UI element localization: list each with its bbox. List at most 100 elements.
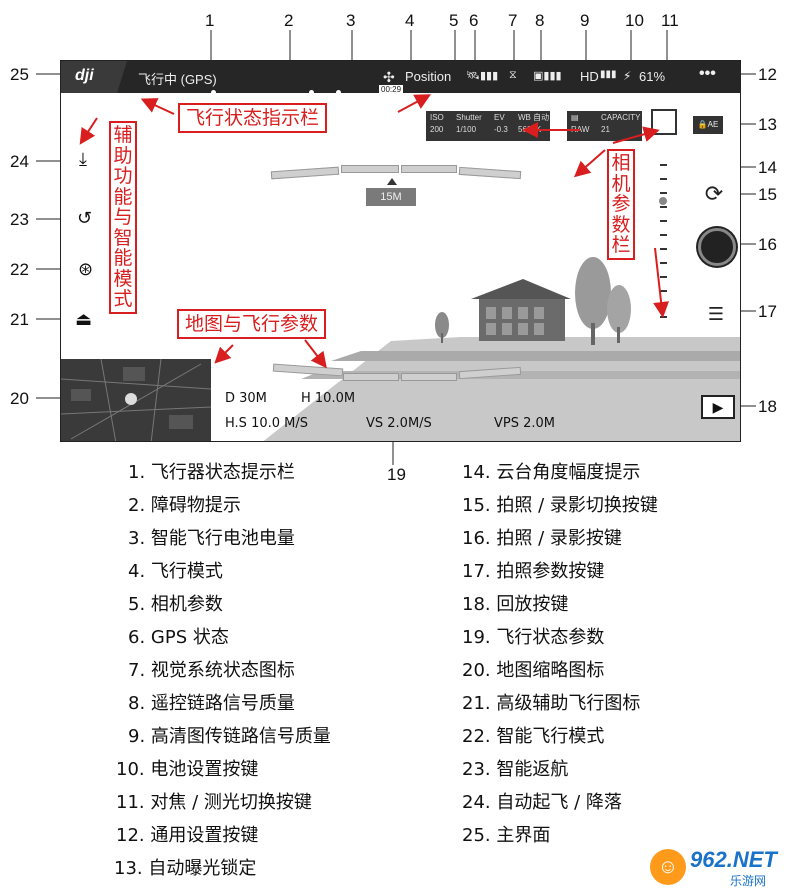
callout-number-11: 11 xyxy=(661,11,679,30)
callout-number-16: 16 xyxy=(758,235,777,254)
battery-percent[interactable]: 61% xyxy=(639,69,666,84)
play-icon: ▶ xyxy=(712,399,724,415)
camera-switch-icon: ⟳ xyxy=(704,181,724,206)
dji-go-screen: 15M dji 飞行中 (GPS) 00:29 ✣ Position 🛰▮▮▮ … xyxy=(60,60,741,442)
obstacle-arc-segment xyxy=(341,165,399,173)
legend-item: 15. 拍照 / 录影切换按键 xyxy=(462,495,658,516)
status-bar: dji 飞行中 (GPS) 00:29 ✣ Position 🛰▮▮▮ ⧖ ▣▮… xyxy=(61,61,740,95)
legend-item: 23. 智能返航 xyxy=(462,759,569,780)
advanced-assist-button[interactable]: ⏏ xyxy=(75,309,92,330)
shutter-button[interactable] xyxy=(698,228,736,266)
format-value: RAW xyxy=(571,125,590,134)
callout-number-3: 3 xyxy=(346,11,356,30)
advanced-assist-icon: ⏏ xyxy=(75,309,93,329)
battery-marker xyxy=(336,90,341,95)
obstacle-arc-segment xyxy=(343,373,399,381)
watermark-subtext: 乐游网 xyxy=(730,874,767,888)
callout-number-14: 14 xyxy=(758,158,777,177)
legend-item: 3. 智能飞行电池电量 xyxy=(128,528,295,549)
home-button[interactable]: dji xyxy=(61,61,127,93)
callout-number-5: 5 xyxy=(449,11,459,30)
callout-number-21: 21 xyxy=(10,310,29,329)
capacity-label: CAPACITY xyxy=(601,113,641,122)
legend-item: 4. 飞行模式 xyxy=(128,561,223,582)
legend-item: 21. 高级辅助飞行图标 xyxy=(462,693,641,714)
map-thumbnail[interactable] xyxy=(61,359,211,441)
callout-number-1: 1 xyxy=(205,11,215,30)
flight-mode: Position xyxy=(405,69,452,84)
callout-number-24: 24 xyxy=(10,152,29,171)
dji-logo: dji xyxy=(75,67,94,84)
legend-item: 22. 智能飞行模式 xyxy=(462,726,605,747)
photo-settings-button[interactable]: ☰ xyxy=(703,301,729,327)
annotation-assist-smart-modes: 辅助功能与智能模式 xyxy=(109,121,137,314)
storage-params[interactable]: ▤ RAW CAPACITY 21 xyxy=(567,111,642,141)
photo-video-switch-button[interactable]: ⟳ xyxy=(701,181,727,207)
callout-number-2: 2 xyxy=(284,11,294,30)
callout-number-8: 8 xyxy=(535,11,545,30)
annotation-map-flight-params: 地图与飞行参数 xyxy=(177,309,327,339)
legend-item: 20. 地图缩略图标 xyxy=(462,660,605,681)
iso-value: 200 xyxy=(430,125,444,134)
storage-icon: ▤ xyxy=(571,113,579,122)
scene-illustration xyxy=(263,257,740,441)
vision-system-icon: ⧖ xyxy=(509,69,517,81)
flight-timer: 00:29 xyxy=(379,85,404,94)
lock-icon: 🔒 xyxy=(697,120,708,129)
drone-icon: ✣ xyxy=(383,69,395,85)
hd-signal-icon: ▮▮▮ xyxy=(600,69,617,80)
callout-number-25: 25 xyxy=(10,65,29,84)
rc-signal-icon: ▣▮▮▮ xyxy=(533,70,562,82)
callout-number-12: 12 xyxy=(758,65,777,84)
obstacle-arc-segment xyxy=(401,373,457,381)
legend-item: 2. 障碍物提示 xyxy=(128,495,241,516)
more-settings-button[interactable]: ••• xyxy=(699,65,716,82)
callout-number-22: 22 xyxy=(10,260,29,279)
takeoff-landing-button[interactable]: ⤓ xyxy=(79,149,87,170)
shutter-value: 1/100 xyxy=(456,125,477,134)
horizontal-speed-value: H.S 10.0 M/S xyxy=(225,416,308,431)
ae-label: AE xyxy=(707,120,719,129)
legend-item: 25. 主界面 xyxy=(462,825,551,846)
playback-button[interactable]: ▶ xyxy=(701,395,735,419)
legend-item: 8. 遥控链路信号质量 xyxy=(128,693,295,714)
gps-signal-icon: 🛰▮▮▮ xyxy=(466,70,499,82)
return-home-icon: ↺ xyxy=(77,208,93,228)
vertical-speed-value: VS 2.0M/S xyxy=(366,416,432,431)
legend-item: 11. 对焦 / 测光切换按键 xyxy=(116,792,312,813)
legend-item: 5. 相机参数 xyxy=(128,594,223,615)
legend-item: 13. 自动曝光锁定 xyxy=(114,858,257,879)
wb-label: WB 自动 xyxy=(518,113,550,122)
legend-item: 16. 拍照 / 录影按键 xyxy=(462,528,622,549)
annotation-camera-params-bar: 相机参数栏 xyxy=(607,149,635,260)
callout-number-4: 4 xyxy=(405,11,415,30)
callout-number-7: 7 xyxy=(508,11,518,30)
callout-number-19: 19 xyxy=(387,465,406,484)
callout-number-20: 20 xyxy=(10,389,29,408)
callout-number-15: 15 xyxy=(758,185,777,204)
ev-label: EV xyxy=(494,113,505,122)
watermark-logo: ☺ 962.NET 乐游网 xyxy=(650,845,786,889)
height-value: H 10.0M xyxy=(301,391,356,406)
battery-marker xyxy=(211,90,216,95)
takeoff-icon: ⤓ xyxy=(79,149,87,169)
aircraft-status[interactable]: 飞行中 (GPS) xyxy=(138,72,217,87)
obstacle-marker-icon xyxy=(387,178,397,185)
legend-item: 7. 视觉系统状态图标 xyxy=(128,660,295,681)
legend-item: 6. GPS 状态 xyxy=(128,627,229,648)
legend-item: 24. 自动起飞 / 降落 xyxy=(462,792,622,813)
capacity-value: 21 xyxy=(601,125,610,134)
legend-item: 19. 飞行状态参数 xyxy=(462,627,605,648)
callout-number-18: 18 xyxy=(758,397,777,416)
return-home-button[interactable]: ↺ xyxy=(77,208,92,229)
iso-label: ISO xyxy=(430,113,444,122)
intelligent-flight-button[interactable]: ⊛ xyxy=(78,259,93,280)
legend-item: 10. 电池设置按键 xyxy=(116,759,259,780)
ae-lock-button[interactable]: 🔒AE xyxy=(693,116,723,134)
sliders-icon: ☰ xyxy=(707,304,725,324)
vps-value: VPS 2.0M xyxy=(494,416,556,431)
callout-number-6: 6 xyxy=(469,11,479,30)
battery-marker xyxy=(309,90,314,95)
annotation-arrows xyxy=(79,94,670,369)
battery-icon[interactable]: ⚡ xyxy=(623,69,632,83)
